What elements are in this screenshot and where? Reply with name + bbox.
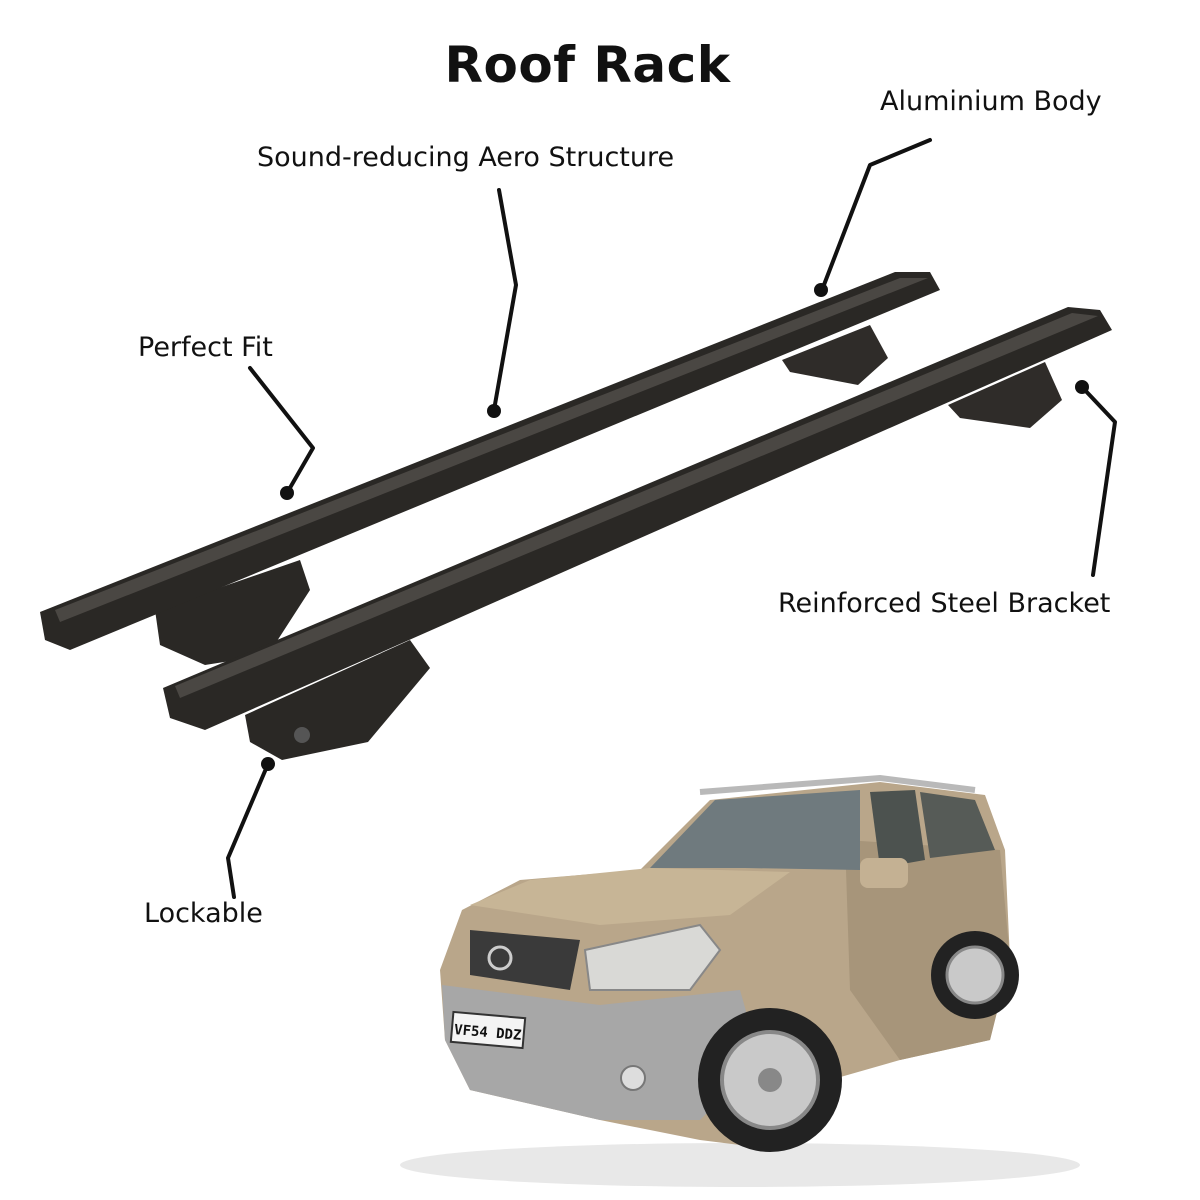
page-title: Roof Rack (444, 36, 731, 94)
callout-dot-aero (487, 404, 501, 418)
rear-bar-foot-right (782, 325, 888, 385)
car-hood (470, 868, 790, 925)
front-bar-foot-right (948, 362, 1062, 428)
car-logo (487, 945, 513, 971)
car-front-hub (758, 1068, 782, 1092)
car-grille (470, 930, 580, 990)
label-aero-structure: Sound-reducing Aero Structure (257, 142, 675, 173)
license-plate: VF54 DDZ (449, 1010, 527, 1050)
car-fog-light (620, 1065, 646, 1091)
car-side-window-rear (920, 792, 995, 858)
callout-line-lockable (226, 762, 270, 899)
callout-dot-fit (280, 486, 294, 500)
car-shadow (400, 1143, 1080, 1187)
callout-dot-lockable (261, 757, 275, 771)
callout-line-aluminium (820, 138, 932, 292)
label-perfect-fit: Perfect Fit (138, 332, 273, 363)
lock-cylinder (294, 727, 310, 743)
label-steel-bracket: Reinforced Steel Bracket (778, 588, 1111, 619)
callout-line-fit (248, 366, 315, 495)
license-plate-text: VF54 DDZ (453, 1022, 522, 1044)
callouts (226, 138, 1117, 899)
label-aluminium-body: Aluminium Body (880, 86, 1102, 117)
front-bar (163, 307, 1112, 730)
callout-line-steel (1080, 385, 1117, 577)
car-photo: VF54 DDZ (400, 774, 1080, 1187)
label-lockable: Lockable (144, 898, 263, 929)
car-windshield (650, 790, 860, 870)
callout-dots (261, 283, 1089, 771)
callout-dot-steel (1075, 380, 1089, 394)
rear-bar-highlight (55, 278, 928, 622)
rear-bar-foot-left (155, 560, 310, 665)
car-roof-rails (699, 774, 976, 795)
car-side-window-front (870, 790, 925, 868)
callout-dot-aluminium (814, 283, 828, 297)
callout-line-aero (492, 188, 518, 412)
car-rear-rim (945, 945, 1005, 1005)
car-headlight (583, 923, 722, 991)
front-bar-foot-left (245, 640, 430, 760)
front-bar-highlight (175, 313, 1098, 698)
car-mirror (860, 858, 908, 888)
rear-bar (40, 272, 940, 650)
roof-rack-product (40, 272, 1112, 760)
